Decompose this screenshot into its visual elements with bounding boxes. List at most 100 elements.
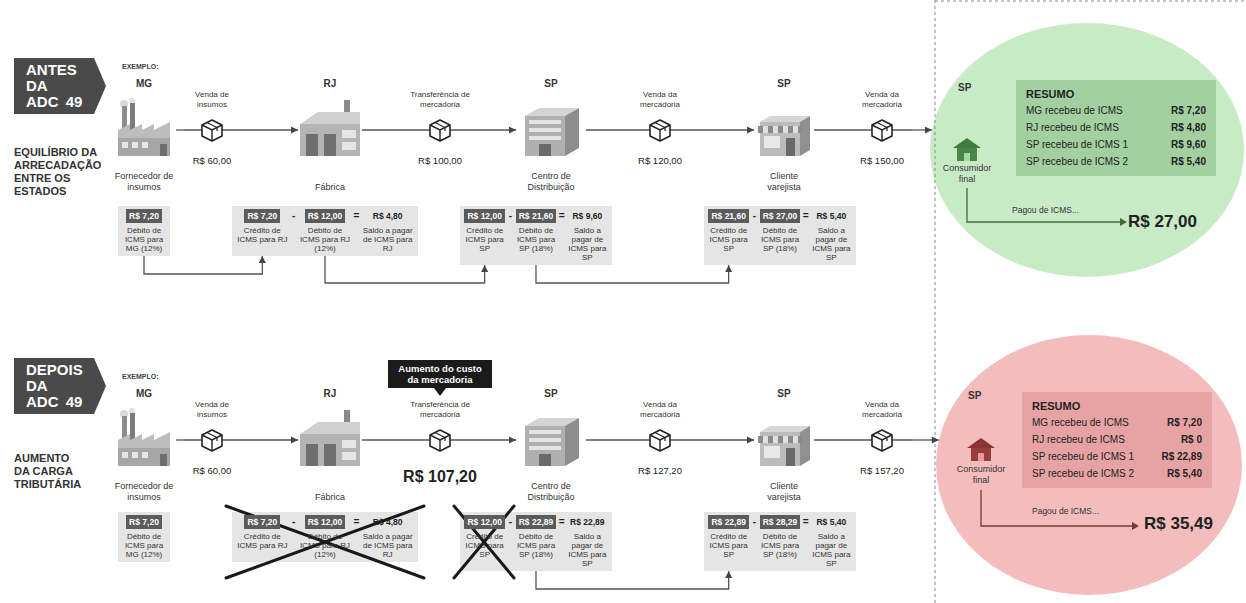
tax-box: R$ 12,00-R$ 22,89=R$ 22,89Crédito de ICM… (460, 512, 612, 571)
package-icon (872, 120, 892, 141)
flow-arrow (536, 571, 732, 589)
flow-arrow (912, 127, 932, 134)
transaction-node: Venda de insumosR$ 60,00 (184, 400, 240, 476)
tax-operator: - (292, 209, 295, 223)
transaction-node: Venda da mercadoriaR$ 157,20 (852, 400, 912, 476)
tax-amount: R$ 12,00 (464, 209, 505, 223)
tax-caption: Crédito de ICMS para SP (707, 532, 750, 568)
stage-name: Cliente varejista (754, 481, 814, 502)
tax-amount: R$ 22,89 (708, 515, 749, 529)
tax-caption: Crédito de ICMS para RJ (235, 532, 290, 559)
tax-operator: - (292, 515, 295, 529)
flow-arrow (586, 440, 630, 441)
tax-box: R$ 7,20Débito de ICMS para MG (12%) (118, 512, 170, 562)
tax-operator: = (559, 515, 565, 529)
arrow-head (291, 437, 298, 444)
arrow-head (932, 437, 939, 444)
divider-line (935, 0, 936, 603)
transaction-value: R$ 127,20 (630, 465, 690, 476)
tax-box: R$ 7,20-R$ 12,00=R$ 4,80Crédito de ICMS … (232, 512, 418, 562)
tax-operator: = (559, 209, 565, 223)
stage-state: SP (754, 78, 814, 90)
stage-state: SP (516, 78, 586, 90)
flow-arrow (690, 127, 754, 134)
package-icon (650, 120, 670, 141)
flow-arrow (478, 127, 516, 134)
tax-operator: - (753, 515, 756, 529)
consumer-circle: SPConsumidor finalPagou de ICMS...R$ 27,… (929, 22, 1245, 278)
flow-line (240, 129, 298, 130)
warehouse-icon (525, 108, 579, 156)
stage-state: RJ (298, 388, 362, 400)
banner-title: DEPOIS DA ADC 49 (26, 362, 85, 410)
summary-label: MG recebeu de ICMS (1032, 414, 1153, 431)
section-subtitle: AUMENTO DA CARGA TRIBUTÁRIA (14, 452, 85, 491)
stage-node: SPCentro de Distribuição (516, 78, 586, 192)
tax-amount: R$ 21,60 (708, 209, 749, 223)
transaction-name: Venda da mercadoria (630, 400, 690, 420)
arrow-head (925, 127, 932, 134)
flow-arrow (240, 127, 298, 134)
transaction-node: Transferência de mercadoriaR$ 100,00 (402, 90, 478, 166)
flow-line (362, 439, 400, 440)
summary-label: SP recebeu de ICMS 1 (1032, 448, 1153, 465)
tax-box: R$ 12,00-R$ 21,60=R$ 9,60Crédito de ICMS… (460, 206, 612, 265)
flow-through-line (184, 130, 912, 440)
consumer-state: SP (968, 390, 981, 402)
factory-icon (118, 408, 170, 466)
tax-operator: = (353, 209, 359, 223)
arrow-head (259, 256, 266, 263)
stage-name: Fábrica (298, 492, 362, 503)
summary-value: R$ 7,20 (1171, 102, 1206, 119)
flow-arrow (362, 130, 402, 131)
summary-value: R$ 0 (1161, 431, 1202, 448)
stage-name: Centro de Distribuição (516, 481, 586, 502)
consumer-circle: SPConsumidor finalPagou de ICMS...R$ 35,… (935, 334, 1243, 596)
tax-amount: R$ 7,20 (126, 209, 162, 223)
package-icon (430, 120, 450, 141)
tax-amount: R$ 21,60 (516, 209, 557, 223)
banner-tag: DEPOIS DA ADC 49 (14, 358, 106, 414)
tax-caption: Débito de ICMS para SP (18%) (514, 532, 557, 568)
flow-line (690, 129, 754, 130)
consumer-name: Consumidor final (935, 163, 999, 184)
flow-line (176, 439, 184, 440)
tax-caption: Débito de ICMS para MG (12%) (121, 532, 167, 559)
tax-caption: Débito de ICMS para SP (18%) (758, 226, 801, 262)
package-icon (872, 430, 892, 451)
transaction-node: Venda da mercadoriaR$ 150,00 (852, 90, 912, 166)
stage-node: SPCliente varejista (754, 78, 814, 192)
flow-arrow (912, 437, 939, 444)
summary-value: R$ 22,89 (1161, 448, 1202, 465)
example-tag: EXEMPLO: (122, 62, 159, 71)
flow-arrow (814, 440, 852, 441)
flow-arrow (144, 256, 266, 274)
tax-operator: = (353, 515, 359, 529)
tax-operator: = (803, 515, 809, 529)
tax-amount: R$ 27,00 (760, 209, 801, 223)
tax-caption: Saldo a pagar de ICMS para SP (810, 226, 853, 262)
tax-operator: = (803, 209, 809, 223)
store-icon (758, 426, 810, 466)
stage-state: MG (112, 388, 176, 400)
flow-arrow (176, 440, 184, 441)
package-icons (202, 120, 892, 451)
tax-result: R$ 9,60 (572, 209, 602, 223)
summary-box: RESUMOMG recebeu de ICMSR$ 7,20RJ recebe… (1016, 80, 1216, 176)
stage-state: SP (516, 388, 586, 400)
flow-arrow (240, 437, 298, 444)
transaction-name: Venda da mercadoria (630, 90, 690, 110)
example-tag: EXEMPLO: (122, 372, 159, 381)
summary-value: R$ 7,20 (1161, 414, 1202, 431)
flow-arrow (586, 130, 630, 131)
store-icon (758, 116, 810, 156)
summary-value: R$ 9,60 (1171, 136, 1206, 153)
stage-state: SP (754, 388, 814, 400)
paid-total: R$ 27,00 (1128, 212, 1197, 232)
stage-node: SP Centro de Distribuição (516, 388, 586, 502)
flow-line (536, 571, 729, 589)
stage-node: MGFornecedor de insumos (112, 78, 176, 192)
transaction-node: Transferência de mercadoriaR$ 107,20 (400, 400, 480, 486)
plant-icon (300, 100, 360, 156)
flow-line (690, 439, 754, 440)
